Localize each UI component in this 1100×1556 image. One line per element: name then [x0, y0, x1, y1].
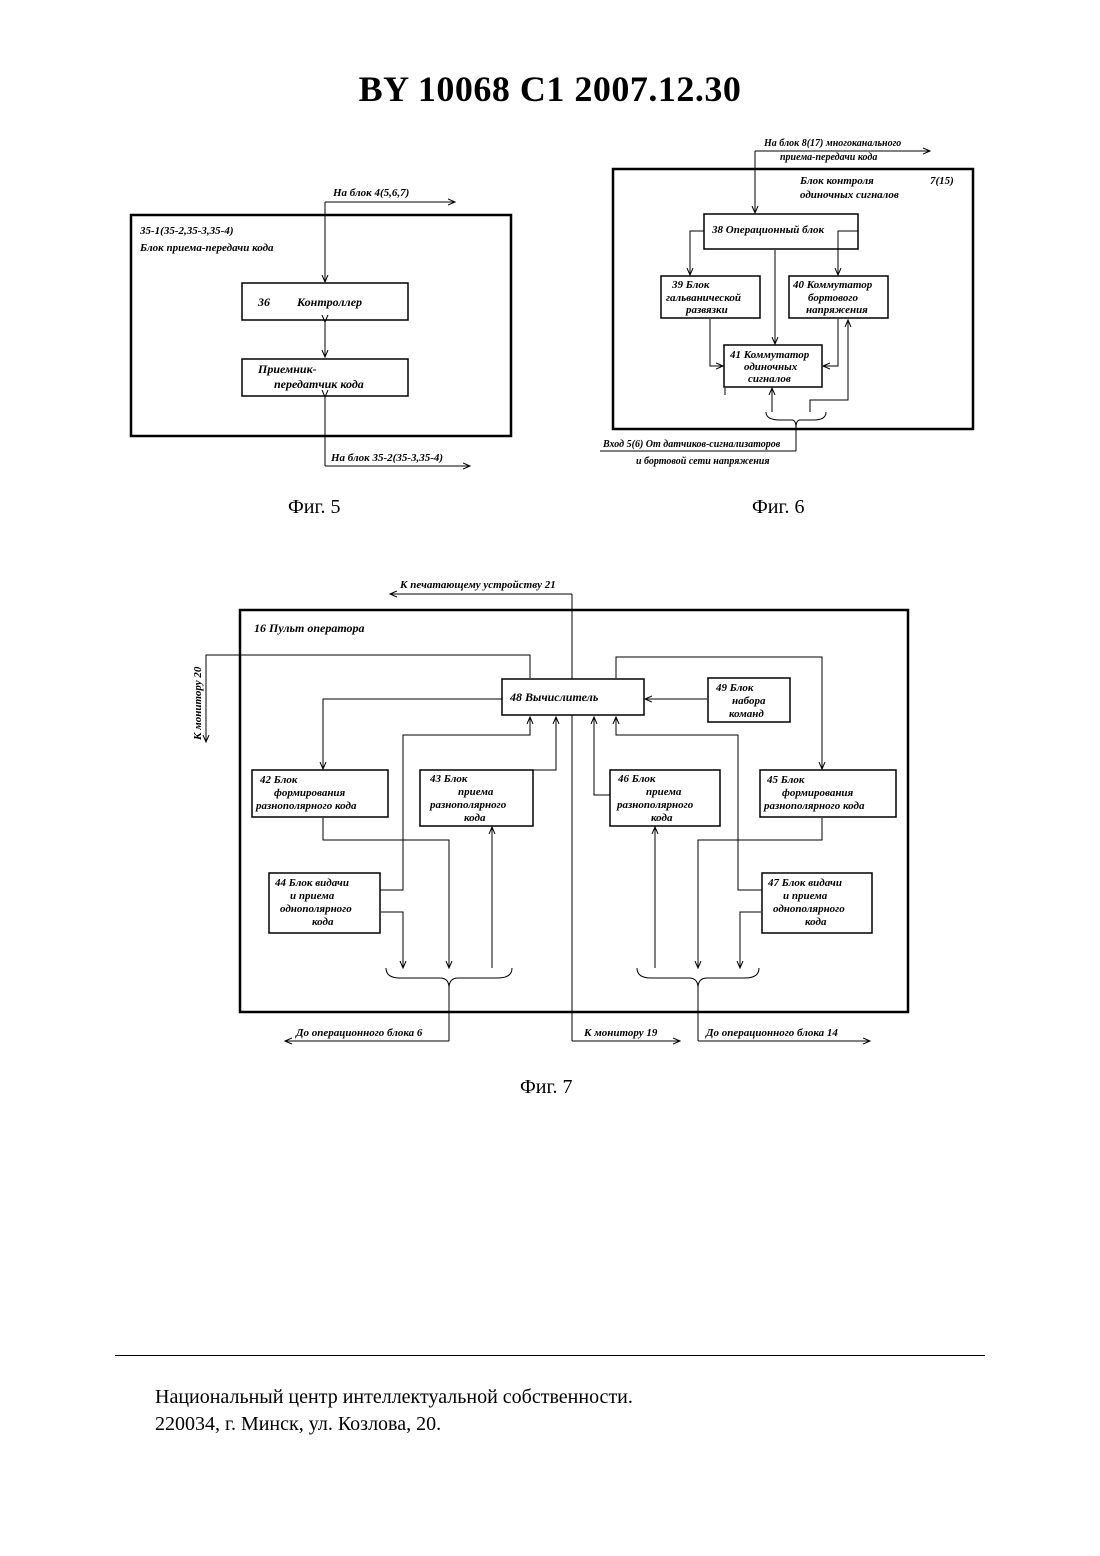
fig7-block-49-line1: 49 Блок: [715, 682, 754, 694]
fig7-link-43-48: [533, 717, 556, 770]
footer-line-2: 220034, г. Минск, ул. Козлова, 20.: [155, 1411, 633, 1438]
fig7-block-47-line2: и приема: [783, 890, 828, 902]
fig7-block-44-line1: 44 Блок видачи: [274, 877, 349, 889]
fig7-block-42-line2: формирования: [274, 787, 346, 799]
fig7-block-44-line4: кода: [312, 916, 334, 928]
fig7-block-44-line2: и приема: [290, 890, 335, 902]
fig7-side-label: К монитору 20: [192, 666, 204, 741]
fig7-right-brace: [637, 968, 759, 988]
fig7-link-47-out: [740, 912, 761, 968]
fig7-left-brace: [386, 968, 512, 988]
fig7-block-45-line3: разнополярного кода: [763, 800, 865, 812]
fig7-block-45-line2: формирования: [782, 787, 854, 799]
fig7-block-47-line4: кода: [805, 916, 827, 928]
fig7-block-43-line3: разнополярного: [429, 799, 507, 811]
fig7-block-46-line4: кода: [651, 812, 673, 824]
fig7-block-43-line2: приема: [458, 786, 494, 798]
fig7-block-49-line3: команд: [729, 708, 764, 720]
fig7-block-43-line4: кода: [464, 812, 486, 824]
figure-7-caption: Фиг. 7: [520, 1076, 572, 1099]
figure-7-diagram: К печатающему устройству 21 16 Пульт опе…: [0, 0, 1100, 1100]
footer-line-1: Национальный центр интеллектуальной собс…: [155, 1384, 633, 1411]
fig7-bottom-mid-label: К монитору 19: [583, 1027, 658, 1039]
fig7-bottom-left-label: До операционного блока 6: [295, 1027, 423, 1039]
fig7-block-47-line1: 47 Блок видачи: [767, 877, 842, 889]
fig7-bottom-right-label: До операционного блока 14: [705, 1027, 838, 1039]
footer: Национальный центр интеллектуальной собс…: [155, 1384, 633, 1438]
fig7-block-42-line3: разнополярного кода: [255, 800, 357, 812]
fig7-outer-label: 16 Пульт оператора: [254, 621, 365, 635]
fig7-block-43-line1: 43 Блок: [429, 773, 468, 785]
fig7-link-44-out: [381, 912, 403, 968]
fig7-block-49-line2: набора: [732, 695, 766, 707]
footer-divider: [115, 1355, 985, 1356]
fig7-block-46-line3: разнополярного: [616, 799, 694, 811]
fig7-block-42-line1: 42 Блок: [259, 774, 298, 786]
figure-7: К печатающему устройству 21 16 Пульт опе…: [0, 0, 1100, 1100]
fig7-block-48-label: 48 Вычислитель: [509, 690, 599, 704]
fig7-block-44-line3: однополярного: [280, 903, 352, 915]
fig7-block-47-line3: однополярного: [773, 903, 845, 915]
fig7-top-label: К печатающему устройству 21: [399, 579, 556, 591]
fig7-block-45-line1: 45 Блок: [766, 774, 805, 786]
fig7-link-46-48: [594, 717, 610, 795]
fig7-block-46-line1: 46 Блок: [617, 773, 656, 785]
fig7-block-46-line2: приема: [646, 786, 682, 798]
fig7-link-48-42: [323, 699, 502, 769]
